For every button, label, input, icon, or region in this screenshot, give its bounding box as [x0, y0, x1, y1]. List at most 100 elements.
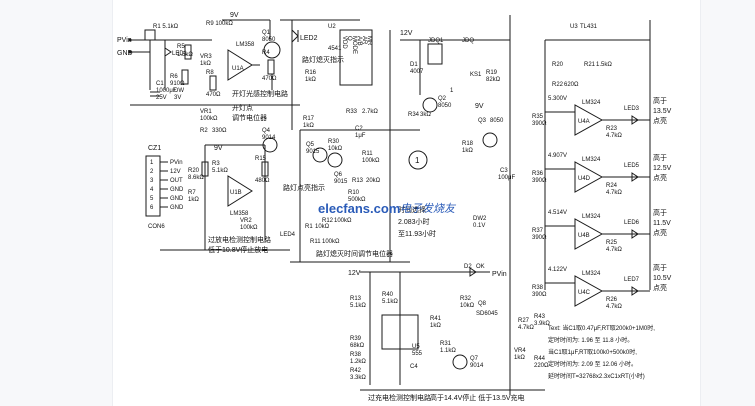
r15-label: R15	[255, 156, 267, 162]
u1b-label: U1B	[230, 190, 242, 196]
r34-label: R34	[408, 112, 420, 118]
marker-1: 1	[415, 156, 420, 165]
r39-value: 68kΩ	[350, 343, 365, 349]
comparator-label: U4C	[578, 290, 591, 296]
timer-select-title: 时间选择	[398, 205, 426, 214]
light-sense-block: PVin GND R1 5.1kΩ LED1 R5 1.5kΩ R9 100kΩ…	[117, 12, 300, 134]
dw-value: 3V	[174, 95, 181, 101]
led-resistor-label: R23	[606, 126, 618, 132]
timer-adjust-title: 路灯熄灭时间调节电位器	[316, 249, 393, 258]
r6-label: R6	[170, 74, 178, 80]
u2-pin-name: MR	[366, 36, 372, 46]
r32-label: R32	[460, 296, 472, 302]
led-symbol	[631, 229, 639, 239]
r6-value: 910Ω	[170, 81, 185, 87]
note-line: 定时时间为: 2.09 至 12.06 小时。	[548, 360, 637, 368]
9v-label-a: 9V	[230, 12, 239, 19]
q3-value: 8050	[490, 118, 504, 124]
r40-value: 5.1kΩ	[382, 299, 398, 305]
r22-value: 620Ω	[564, 82, 579, 88]
ladder-resistor-label: R35	[532, 114, 544, 120]
r20-label: R20	[188, 168, 200, 174]
r1x-value: 10kΩ	[315, 224, 330, 230]
r13-label: R13	[352, 178, 364, 184]
relay-label: JDQ1	[428, 38, 444, 44]
r31-label: R31	[440, 341, 452, 347]
r11b-value: 100kΩ	[322, 239, 340, 245]
watermark: elecfans.com 电子发烧友	[318, 201, 457, 216]
r1-label: R1 5.1kΩ	[153, 24, 179, 30]
comparator-symbol	[574, 104, 604, 136]
d1-value: 4007	[410, 69, 424, 75]
vr2-label: VR2	[240, 218, 252, 224]
watermark-url: elecfans.com	[318, 201, 400, 216]
dw2-label: DW2	[473, 216, 487, 222]
switch-out-label: 1	[450, 88, 454, 94]
q1-label: Q1	[262, 30, 271, 36]
q7-value: 9014	[470, 363, 484, 369]
r13b-label: R13	[350, 296, 362, 302]
cz1-pin-name: GND	[170, 205, 184, 211]
r1x-label: R1	[305, 224, 313, 230]
q1-value: 8050	[262, 37, 276, 43]
r30-value: 10kΩ	[328, 146, 343, 152]
r40-label: R40	[382, 292, 394, 298]
u2-pin-name: VDD	[341, 36, 347, 49]
r2-value: 330Ω	[212, 128, 227, 134]
r2-label: R2	[200, 128, 208, 134]
ladder-resistor-label: R36	[532, 171, 544, 177]
hi-12v5: 12.5V	[653, 165, 672, 172]
c3-value: 100μF	[498, 175, 515, 181]
r10-value: 500kΩ	[348, 197, 366, 203]
lm358a-label: LM358	[236, 42, 255, 48]
q2-value: 8050	[438, 103, 452, 109]
comparator-label: U4A	[578, 119, 590, 125]
q4-label: Q4	[262, 128, 271, 134]
q5-value: 9015	[306, 149, 320, 155]
ladder-resistor-value: 390Ω	[532, 178, 547, 184]
r41-value: 1kΩ	[430, 323, 441, 329]
r3-label: R3	[212, 161, 220, 167]
indicator-led-label: LED7	[624, 277, 640, 283]
r44-label: R44	[534, 356, 546, 362]
r18-label: R18	[462, 141, 474, 147]
r41-label: R41	[430, 316, 442, 322]
r21-value: 1.5kΩ	[596, 62, 612, 68]
led-symbol	[631, 115, 639, 125]
r38b-value: 1.2kΩ	[350, 359, 366, 365]
led1-label: LED1	[172, 51, 188, 57]
timer-range-1: 2.083小时	[398, 217, 430, 226]
u5-value: 555	[412, 351, 423, 357]
r8-value: 470Ω	[206, 92, 221, 98]
u2-label: U2	[328, 24, 336, 30]
gnd-label: GND	[117, 50, 133, 57]
overdischarge-note: 低于10.8V停止放电	[208, 245, 268, 254]
relay-block: 12V JDQ1 JDQ D1 4007 1 Q2 8050 R34 3kΩ R…	[400, 15, 515, 395]
r15-value: 480Ω	[255, 178, 270, 184]
cz1-pin-name: OUT	[170, 178, 183, 184]
c1-value: 1000μF	[156, 88, 177, 94]
pvin-label: PVin	[117, 37, 132, 44]
cz1-label: CZ1	[148, 145, 161, 152]
r27-value: 4.7kΩ	[518, 325, 534, 331]
r17-label: R17	[303, 116, 315, 122]
design-notes: Text: 当C1取0.47μF,RT取200k0+1M0时,定时时间为: 1.…	[548, 324, 655, 380]
ref-voltage-label: 4.514V	[548, 210, 567, 216]
led4-text: 路灯点亮指示	[283, 183, 325, 192]
r19-value: 82kΩ	[486, 77, 501, 83]
comparator-symbol	[574, 275, 604, 307]
hi-10v5: 10.5V	[653, 275, 672, 282]
r43-value: 3.9kΩ	[534, 321, 550, 327]
r44-value: 220Ω	[534, 363, 549, 369]
indicator-led-label: LED6	[624, 220, 640, 226]
q5-label: Q5	[306, 142, 315, 148]
r3-value: 5.1kΩ	[212, 168, 228, 174]
cz1-pin-name: 12V	[170, 169, 181, 175]
u2-pin-name: AR	[361, 36, 367, 45]
led-symbol	[631, 286, 639, 296]
vr2-value: 100kΩ	[240, 225, 258, 231]
relay-b-label: JDQ	[462, 38, 474, 44]
note-line: 当C1取1μF,RT取100k0+500k0时,	[548, 348, 637, 356]
r31-value: 1.1kΩ	[440, 348, 456, 354]
